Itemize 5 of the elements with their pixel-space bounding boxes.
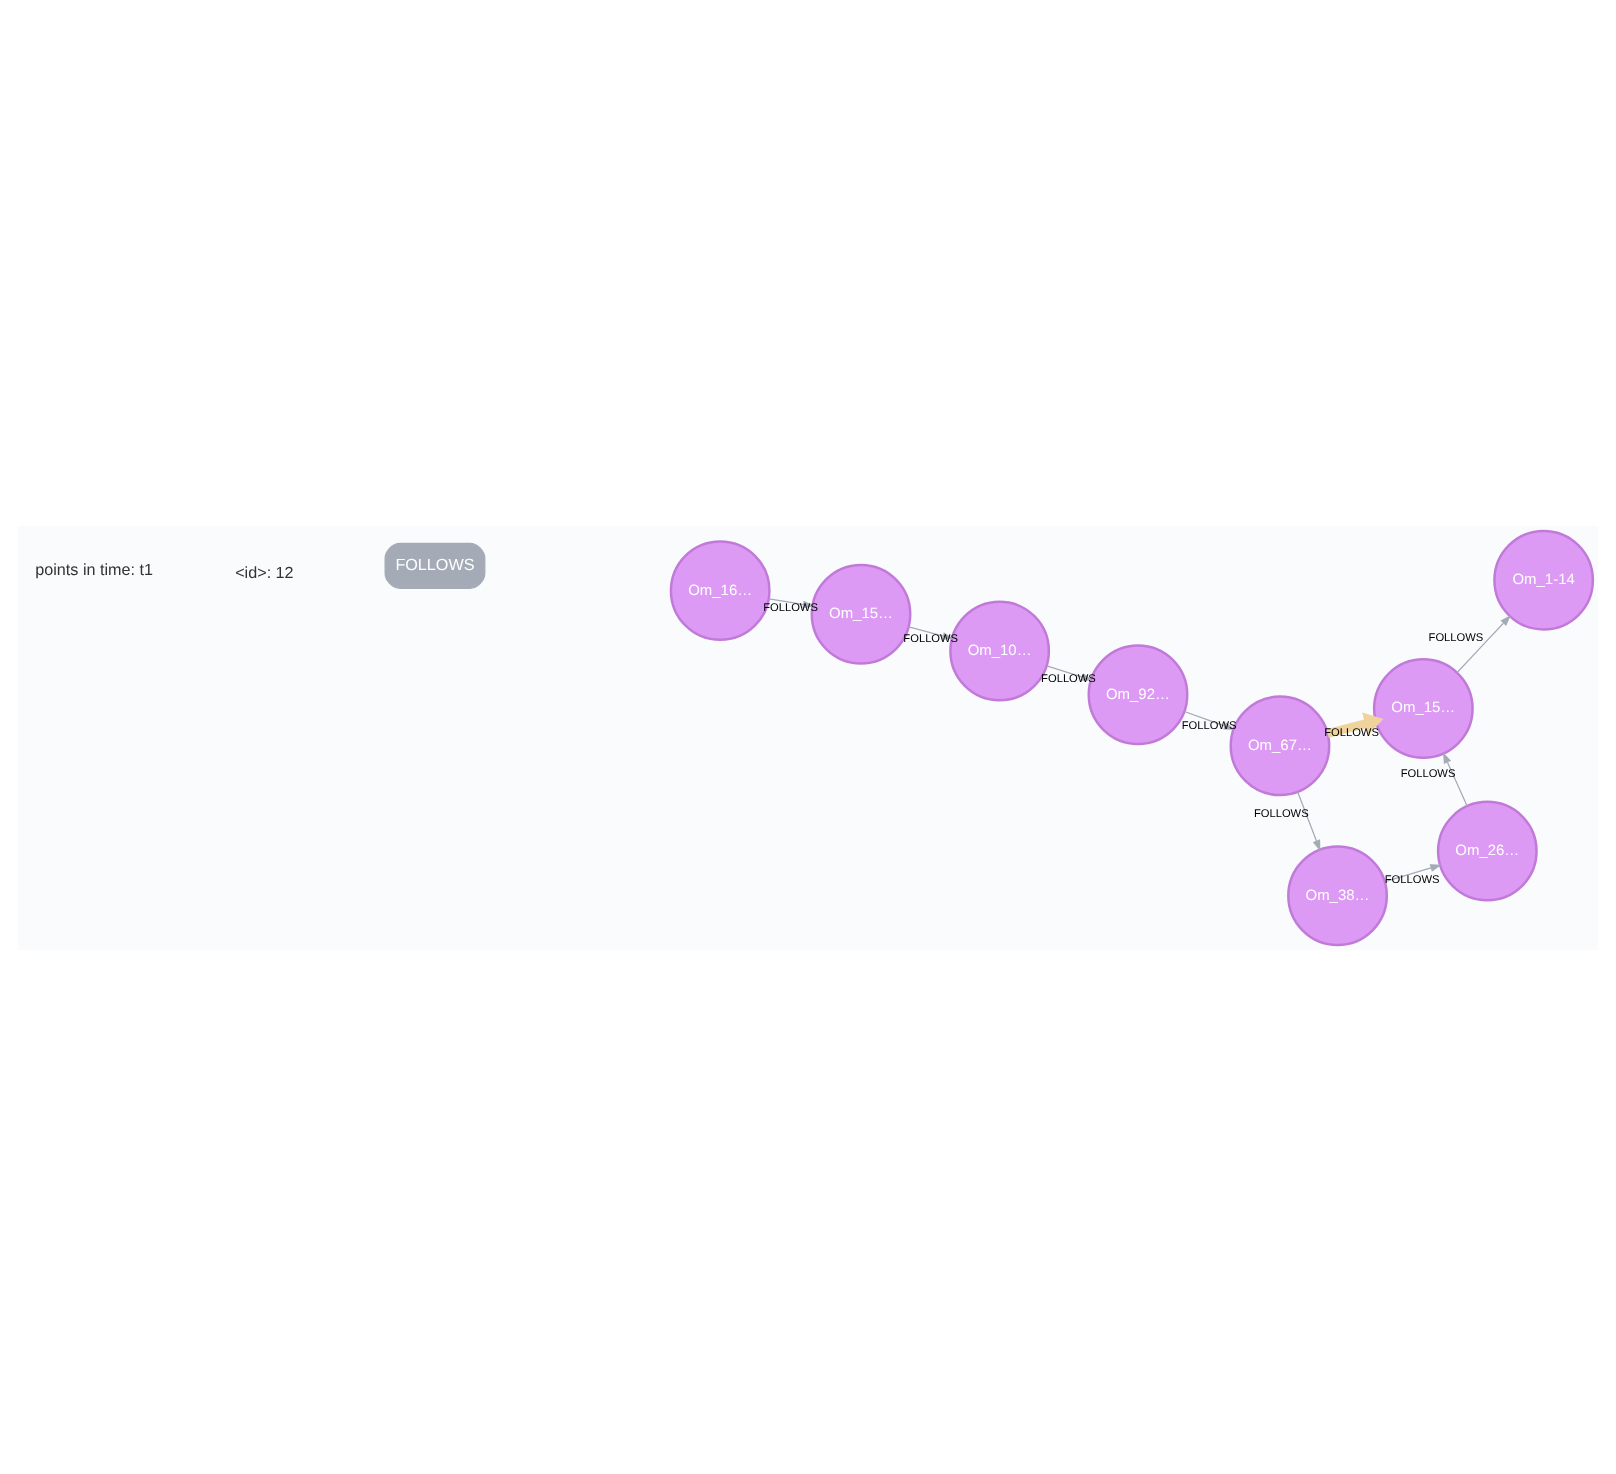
arrow (1456, 614, 1511, 673)
arrow (1297, 790, 1321, 851)
arrow (1384, 863, 1442, 882)
arrow (1326, 711, 1384, 737)
arrow (1442, 751, 1468, 806)
